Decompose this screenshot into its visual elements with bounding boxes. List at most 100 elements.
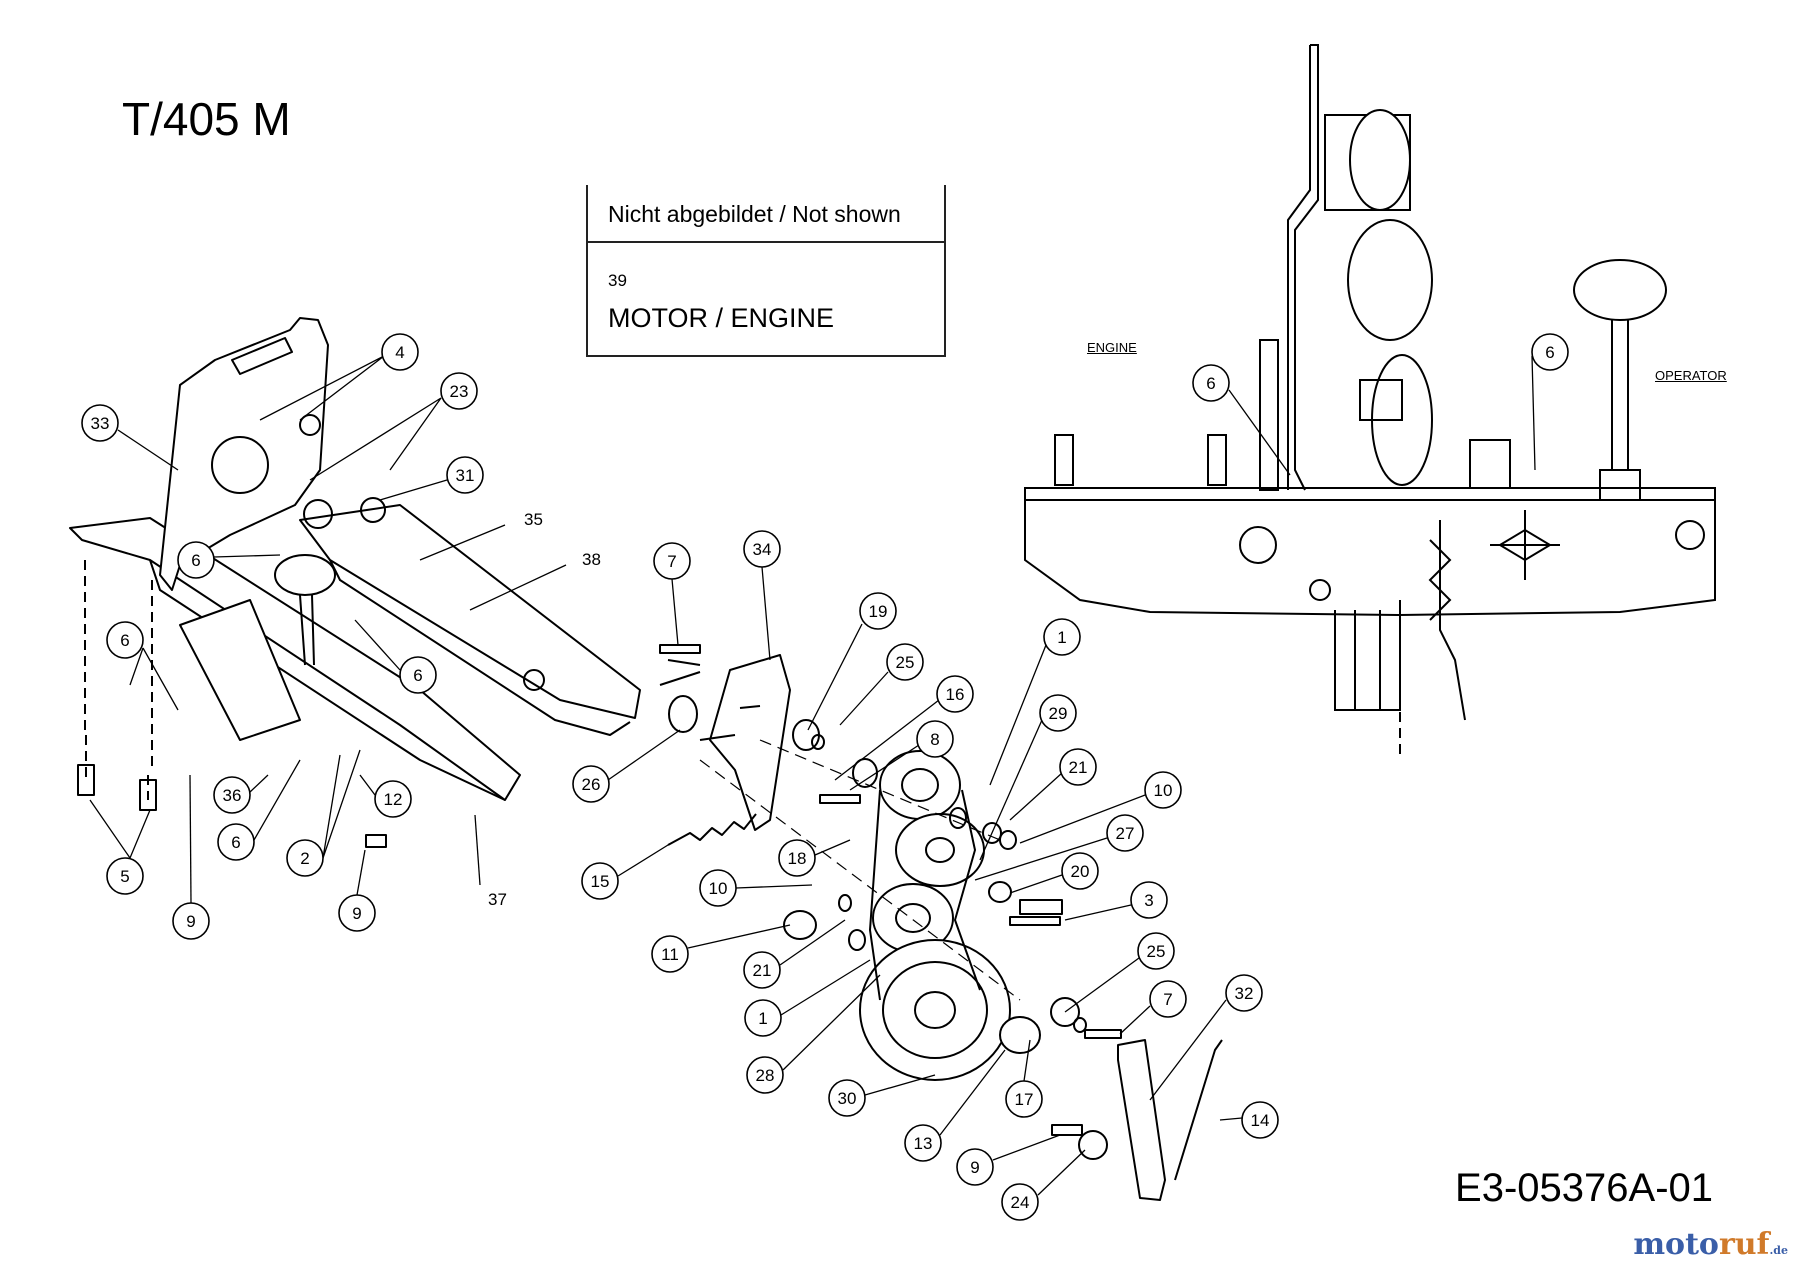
callout-number: 3 [1144,891,1153,910]
callout-number: 6 [1545,343,1554,362]
callout-number: 36 [223,786,242,805]
callout-number: 34 [753,540,772,559]
callout-3: 3 [1130,881,1168,919]
callout-14: 14 [1241,1101,1279,1139]
callout-number: 7 [1163,990,1172,1009]
callout-circle [859,592,897,630]
callout-number: 31 [456,466,475,485]
callout-10: 10 [699,869,737,907]
callout-23: 23 [440,372,478,410]
callout-circle [177,541,215,579]
callout-7: 7 [653,542,691,580]
callout-21: 21 [743,951,781,989]
callout-number: 9 [352,904,361,923]
callout-number: 32 [1235,984,1254,1003]
callout-circle [1106,814,1144,852]
callout-number: 1 [758,1009,767,1028]
callout-number: 8 [930,730,939,749]
callout-number: 23 [450,382,469,401]
model-title: T/405 M [122,93,291,145]
callout-circle [213,776,251,814]
callout-number: 30 [838,1089,857,1108]
callout-number: 28 [756,1066,775,1085]
callout-11: 11 [651,935,689,973]
callout-number: 21 [1069,758,1088,777]
callout-circle [1137,932,1175,970]
leader-lines [89,355,1536,1196]
callout-circle [399,656,437,694]
callout-32: 32 [1225,974,1263,1012]
callout-1: 1 [1043,618,1081,656]
callout-circle [1225,974,1263,1012]
callout-circle [446,456,484,494]
callout-24: 24 [1001,1183,1039,1221]
engine-label: ENGINE [1087,340,1137,355]
callout-circle [374,780,412,818]
legend-header: Nicht abgebildet / Not shown [588,185,944,243]
callout-9: 9 [956,1148,994,1186]
callout-number: 6 [231,833,240,852]
callout-circle [338,894,376,932]
callout-number: 7 [667,552,676,571]
callout-15: 15 [581,862,619,900]
callout-number: 13 [914,1134,933,1153]
callout-number: 14 [1251,1111,1270,1130]
callout-28: 28 [746,1056,784,1094]
legend-item-number: 39 [608,271,627,290]
callout-6: 6 [1531,333,1569,371]
callout-circle [381,333,419,371]
part-label-38: 38 [582,550,601,569]
callout-number: 20 [1071,862,1090,881]
callout-number: 10 [1154,781,1173,800]
callout-2: 2 [286,839,324,877]
callout-circle [440,372,478,410]
callout-circle [1531,333,1569,371]
callout-number: 9 [186,912,195,931]
callout-circle [1130,881,1168,919]
callout-21: 21 [1059,748,1097,786]
callout-circle [1144,771,1182,809]
callout-number: 6 [191,551,200,570]
callout-circle [286,839,324,877]
callout-circle [1192,364,1230,402]
callout-circle [1039,694,1077,732]
callout-circle [743,530,781,568]
callout-number: 26 [582,775,601,794]
callout-number: 25 [896,653,915,672]
callout-12: 12 [374,780,412,818]
callout-circle [828,1079,866,1117]
callout-circle [1005,1080,1043,1118]
callout-9: 9 [338,894,376,932]
callout-6: 6 [217,823,255,861]
callout-6: 6 [177,541,215,579]
callout-number: 16 [946,685,965,704]
callout-circle [956,1148,994,1186]
callout-number: 4 [395,343,404,362]
callout-number: 6 [120,631,129,650]
callout-circle [1061,852,1099,890]
callout-16: 16 [936,675,974,713]
callout-circle [1149,980,1187,1018]
callout-circle [743,951,781,989]
callout-circle [1059,748,1097,786]
callout-number: 9 [970,1158,979,1177]
legend-item-name: MOTOR / ENGINE [608,303,835,333]
callout-circle [886,643,924,681]
part-label-35: 35 [524,510,543,529]
callout-circle [916,720,954,758]
callout-circle [1001,1183,1039,1221]
callout-number: 1 [1057,628,1066,647]
callout-18: 18 [778,839,816,877]
callout-27: 27 [1106,814,1144,852]
callout-circle [1241,1101,1279,1139]
callout-6: 6 [1192,364,1230,402]
callout-circle [106,857,144,895]
callout-number: 5 [120,867,129,886]
callout-6: 6 [106,621,144,659]
callout-number: 27 [1116,824,1135,843]
callout-number: 25 [1147,942,1166,961]
callout-number: 2 [300,849,309,868]
callout-number: 21 [753,961,772,980]
